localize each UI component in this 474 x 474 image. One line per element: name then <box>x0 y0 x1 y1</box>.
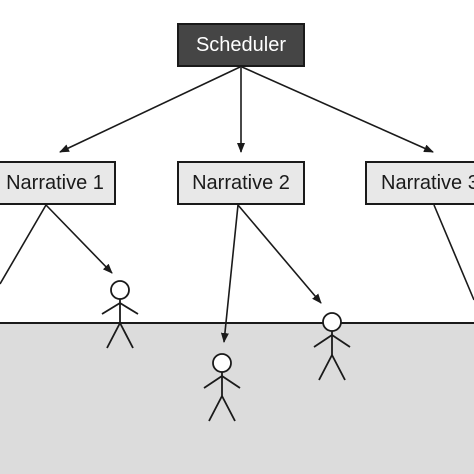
narrative-2-label: Narrative 2 <box>192 171 290 194</box>
narrative-box-3: Narrative 3 <box>365 161 474 205</box>
narrative-box-2: Narrative 2 <box>177 161 305 205</box>
agent-figure-2 <box>203 353 241 422</box>
arrow-narrative-1-to-agent-1 <box>45 204 113 274</box>
ground-area <box>0 322 474 474</box>
arrow-scheduler-to-narrative-3 <box>241 66 434 153</box>
scheduler-box: Scheduler <box>177 23 305 67</box>
agent-figure-3 <box>313 312 351 381</box>
narrative-1-label: Narrative 1 <box>6 171 104 194</box>
line-narrative-1-left <box>0 204 47 285</box>
agent-figure-1 <box>101 280 139 349</box>
arrow-scheduler-to-narrative-1 <box>59 66 241 153</box>
scheduler-label: Scheduler <box>195 33 287 56</box>
arrow-narrative-2-to-agent-3 <box>237 204 322 304</box>
narrative-box-1: Narrative 1 <box>0 161 116 205</box>
line-narrative-3-right <box>433 204 474 301</box>
narrative-3-label: Narrative 3 <box>381 171 474 194</box>
arrow-narrative-2-to-agent-2 <box>220 204 239 343</box>
